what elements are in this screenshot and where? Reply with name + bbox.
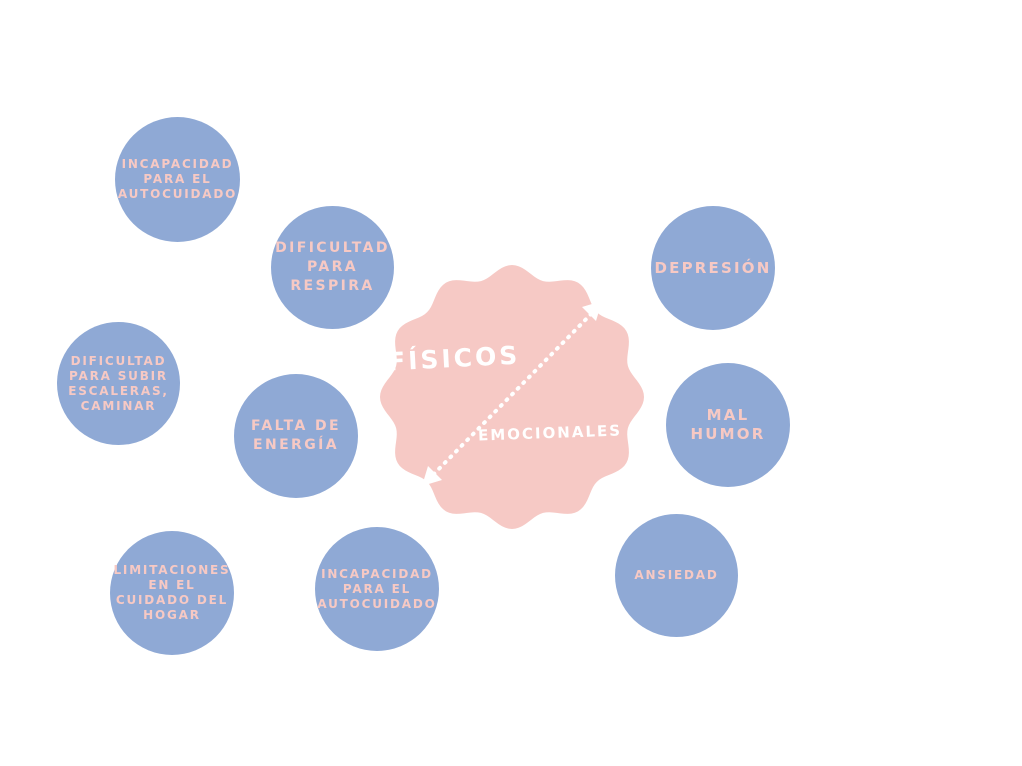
bubble-stairs-label: DIFICULTAD PARA SUBIR ESCALERAS, CAMINAR <box>68 353 169 413</box>
bubble-autocare-top-label: INCAPACIDAD PARA EL AUTOCUIDADO <box>117 157 238 201</box>
center-blob <box>380 265 644 529</box>
bubble-autocare-bottom-label: INCAPACIDAD PARA EL AUTOCUIDADO <box>317 566 437 611</box>
bubble-mood-label: MAL HUMOR <box>690 406 766 443</box>
bubble-autocare-top: INCAPACIDAD PARA EL AUTOCUIDADO <box>115 117 240 242</box>
bubble-autocare-bottom: INCAPACIDAD PARA EL AUTOCUIDADO <box>315 527 439 651</box>
bubble-depression-label: DEPRESIÓN <box>654 258 772 277</box>
bubble-home-label: LIMITACIONES EN EL CUIDADO DEL HOGAR <box>113 563 231 622</box>
bubble-energy-label: FALTA DE ENERGÍA <box>251 418 341 453</box>
bubble-depression: DEPRESIÓN <box>651 206 775 330</box>
bubble-breathing-label: DIFICULTAD PARA RESPIRA <box>275 240 390 294</box>
bubble-mood: MAL HUMOR <box>666 363 790 487</box>
bubble-home: LIMITACIONES EN EL CUIDADO DEL HOGAR <box>110 531 234 655</box>
bubble-anxiety: ANSIEDAD <box>615 514 738 637</box>
bubble-breathing: DIFICULTAD PARA RESPIRA <box>271 206 394 329</box>
double-arrow-icon <box>422 301 602 486</box>
bubble-anxiety-label: ANSIEDAD <box>634 568 719 582</box>
bubble-energy: FALTA DE ENERGÍA <box>234 374 358 498</box>
bubble-stairs: DIFICULTAD PARA SUBIR ESCALERAS, CAMINAR <box>57 322 180 445</box>
